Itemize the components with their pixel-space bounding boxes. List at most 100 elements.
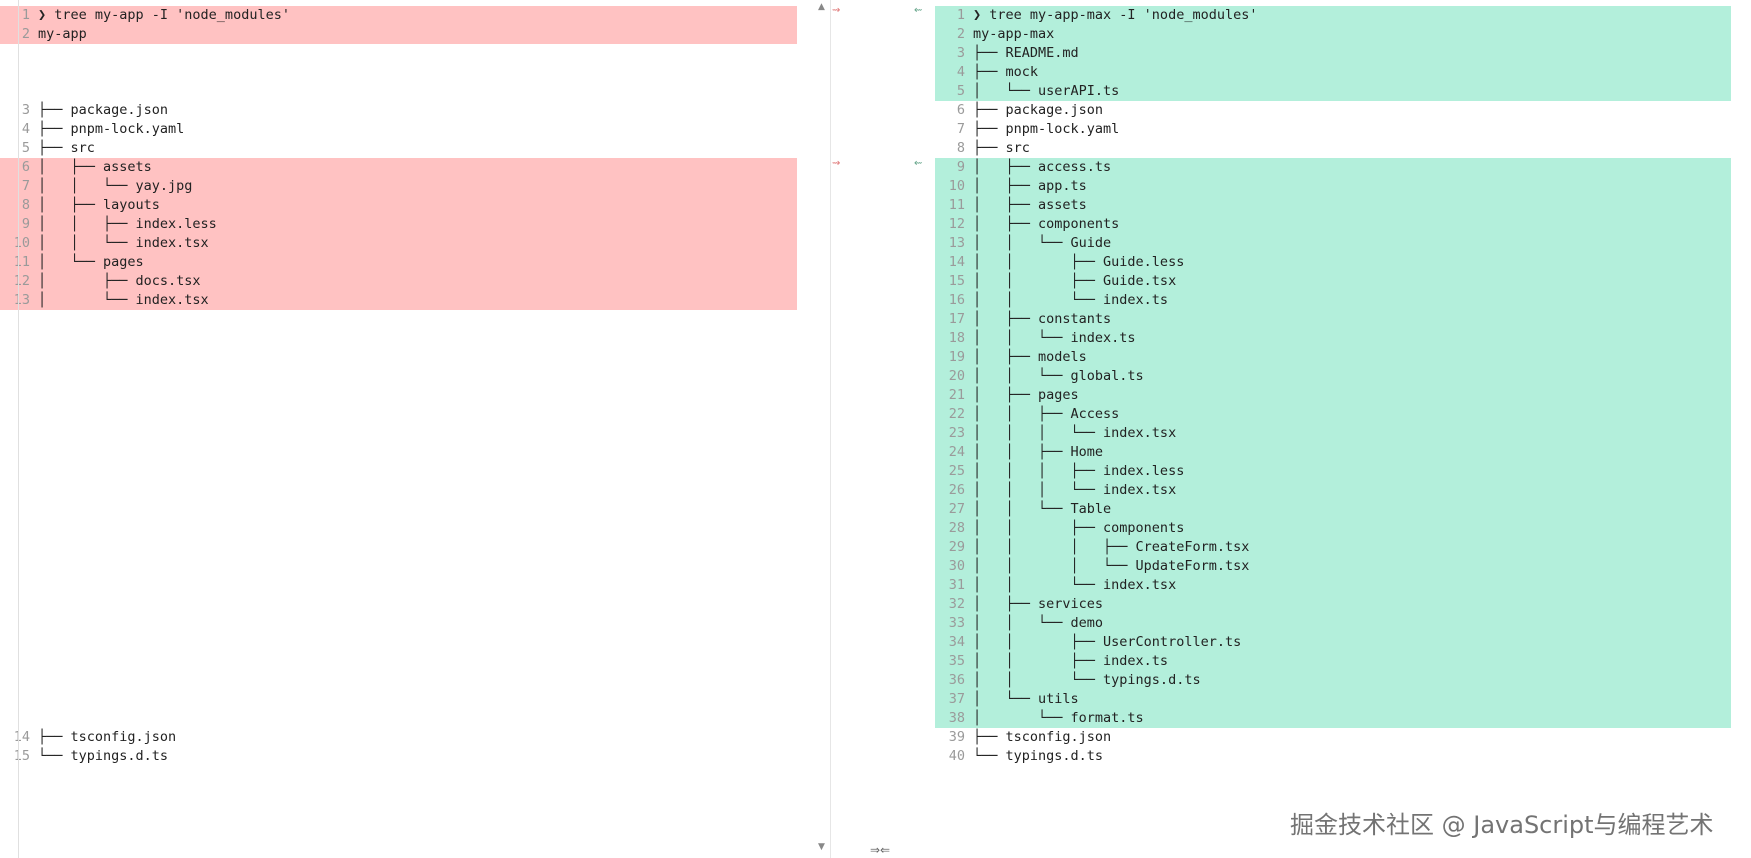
line-number: 22	[948, 406, 965, 422]
right-diff-line[interactable]: 14│ │ ├── Guide.less	[935, 253, 1731, 272]
right-diff-line[interactable]: 25│ │ │ ├── index.less	[935, 462, 1731, 481]
line-number: 3	[956, 45, 965, 61]
right-diff-line[interactable]: 11│ ├── assets	[935, 196, 1731, 215]
right-diff-line[interactable]: 13│ │ └── Guide	[935, 234, 1731, 253]
sync-scroll-icon[interactable]: ⇒⇐	[870, 843, 891, 857]
line-text: │ └── format.ts	[973, 710, 1144, 726]
right-diff-line[interactable]: 40└── typings.d.ts	[935, 747, 1731, 766]
diff-connector-right-icon[interactable]: ⇜	[914, 5, 922, 16]
right-diff-line[interactable]: 31│ │ └── index.tsx	[935, 576, 1731, 595]
line-text: └── typings.d.ts	[38, 748, 169, 764]
pane-splitter[interactable]	[830, 0, 831, 858]
right-diff-line[interactable]: 23 │ │ │ └── index.tsx	[935, 424, 1731, 443]
line-text: ├── src	[38, 140, 95, 156]
right-diff-line[interactable]: 1❯ tree my-app-max -I 'node_modules'	[935, 6, 1731, 25]
left-diff-line[interactable]: 14├── tsconfig.json	[0, 728, 797, 747]
right-diff-line[interactable]: 4 ├── mock	[935, 63, 1731, 82]
right-diff-line[interactable]: 34│ │ ├── UserController.ts	[935, 633, 1731, 652]
line-number: 31	[948, 577, 965, 593]
right-diff-line[interactable]: 22│ │ ├── Access	[935, 405, 1731, 424]
right-diff-line[interactable]: 24│ │ ├── Home	[935, 443, 1731, 462]
right-diff-line[interactable]: 39├── tsconfig.json	[935, 728, 1731, 747]
right-diff-line[interactable]: 29│ │ │ ├── CreateForm.tsx	[935, 538, 1731, 557]
right-diff-line[interactable]: 20│ │ └── global.ts	[935, 367, 1731, 386]
line-number: 23	[948, 425, 965, 441]
scroll-up-icon[interactable]: ▲	[818, 2, 825, 12]
right-diff-line[interactable]: 17│ ├── constants	[935, 310, 1731, 329]
line-number: 27	[948, 501, 965, 517]
line-text: ├── mock	[973, 64, 1039, 80]
line-text: │ ├── assets	[973, 197, 1087, 213]
line-number: 4	[956, 64, 965, 80]
right-diff-line[interactable]: 35│ │ ├── index.ts	[935, 652, 1731, 671]
left-diff-line[interactable]: 9│ │ ├── index.less	[0, 215, 797, 234]
right-diff-line[interactable]: 8├── src	[935, 139, 1731, 158]
right-diff-line[interactable]: 6├── package.json	[935, 101, 1731, 120]
left-diff-line[interactable]: 4├── pnpm-lock.yaml	[0, 120, 797, 139]
right-diff-line[interactable]: 27│ │ └── Table	[935, 500, 1731, 519]
line-number: 37	[948, 691, 965, 707]
left-diff-line[interactable]: 15└── typings.d.ts	[0, 747, 797, 766]
line-text: │ │ └── global.ts	[973, 368, 1144, 384]
scroll-down-icon[interactable]: ▼	[818, 842, 825, 852]
left-diff-line[interactable]: 10│ │ └── index.tsx	[0, 234, 797, 253]
right-diff-line[interactable]: 38│ └── format.ts	[935, 709, 1731, 728]
line-number: 16	[948, 292, 965, 308]
line-number: 5	[21, 140, 30, 156]
right-diff-line[interactable]: 9│ ├── access.ts	[935, 158, 1731, 177]
right-diff-line[interactable]: 15│ │ ├── Guide.tsx	[935, 272, 1731, 291]
right-diff-line[interactable]: 28│ │ ├── components	[935, 519, 1731, 538]
left-diff-line[interactable]: 12│ ├── docs.tsx	[0, 272, 797, 291]
right-diff-line[interactable]: 5│ └── userAPI.ts	[935, 82, 1731, 101]
left-diff-line[interactable]: 3├── package.json	[0, 101, 797, 120]
line-number: 24	[948, 444, 965, 460]
diff-connector-right-icon[interactable]: ⇜	[914, 158, 922, 169]
line-text: │ │ │ └── index.tsx	[973, 482, 1177, 498]
right-diff-line[interactable]: 30│ │ │ └── UpdateForm.tsx	[935, 557, 1731, 576]
line-number: 6	[21, 159, 30, 175]
right-diff-line[interactable]: 10│ ├── app.ts	[935, 177, 1731, 196]
watermark: 掘金技术社区 @ JavaScript与编程艺术	[1290, 811, 1714, 839]
line-number: 19	[948, 349, 965, 365]
line-number: 9	[956, 159, 965, 175]
line-text: ❯ tree my-app-max -I 'node_modules'	[973, 7, 1258, 23]
right-diff-line[interactable]: 32│ ├── services	[935, 595, 1731, 614]
diff-connector-left-icon[interactable]: ⇝	[832, 158, 840, 169]
line-text: ├── README.md	[973, 45, 1079, 61]
line-number: 17	[948, 311, 965, 327]
line-text: ├── pnpm-lock.yaml	[38, 121, 185, 137]
left-diff-line[interactable]: 8│ ├── layouts	[0, 196, 797, 215]
right-diff-line[interactable]: 12│ ├── components	[935, 215, 1731, 234]
left-diff-line[interactable]: 13│ └── index.tsx	[0, 291, 797, 310]
right-diff-line[interactable]: 33│ │ └── demo	[935, 614, 1731, 633]
left-diff-line[interactable]: 5 ├── src	[0, 139, 797, 158]
left-diff-line[interactable]: 7│ │ └── yay.jpg	[0, 177, 797, 196]
line-text: │ │ └── index.ts	[973, 292, 1169, 308]
right-diff-line[interactable]: 37│ └── utils	[935, 690, 1731, 709]
right-diff-line[interactable]: 7├── pnpm-lock.yaml	[935, 120, 1731, 139]
right-diff-line[interactable]: 3 ├── README.md	[935, 44, 1731, 63]
right-diff-line[interactable]: 19│ ├── models	[935, 348, 1731, 367]
left-diff-line[interactable]: 11│ └── pages	[0, 253, 797, 272]
right-diff-line[interactable]: 16 │ │ └── index.ts	[935, 291, 1731, 310]
line-text: │ │ │ └── index.tsx	[973, 425, 1177, 441]
right-diff-line[interactable]: 18│ │ └── index.ts	[935, 329, 1731, 348]
right-diff-line[interactable]: 21│ ├── pages	[935, 386, 1731, 405]
line-text: │ │ │ └── UpdateForm.tsx	[973, 558, 1250, 574]
left-diff-line[interactable]: 6│ ├── assets	[0, 158, 797, 177]
diff-connector-left-icon[interactable]: ⇝	[832, 5, 840, 16]
line-text: my-app-max	[973, 26, 1055, 42]
line-text: │ │ └── demo	[973, 615, 1104, 631]
line-text: ├── tsconfig.json	[973, 729, 1112, 745]
line-text: │ │ └── index.ts	[973, 330, 1136, 346]
right-diff-line[interactable]: 36│ │ └── typings.d.ts	[935, 671, 1731, 690]
line-text: │ ├── app.ts	[973, 178, 1087, 194]
line-text: │ │ │ ├── index.less	[973, 463, 1185, 479]
right-diff-line[interactable]: 26│ │ │ └── index.tsx	[935, 481, 1731, 500]
left-diff-line[interactable]: 1❯ tree my-app -I 'node_modules'	[0, 6, 797, 25]
line-text: └── typings.d.ts	[973, 748, 1104, 764]
